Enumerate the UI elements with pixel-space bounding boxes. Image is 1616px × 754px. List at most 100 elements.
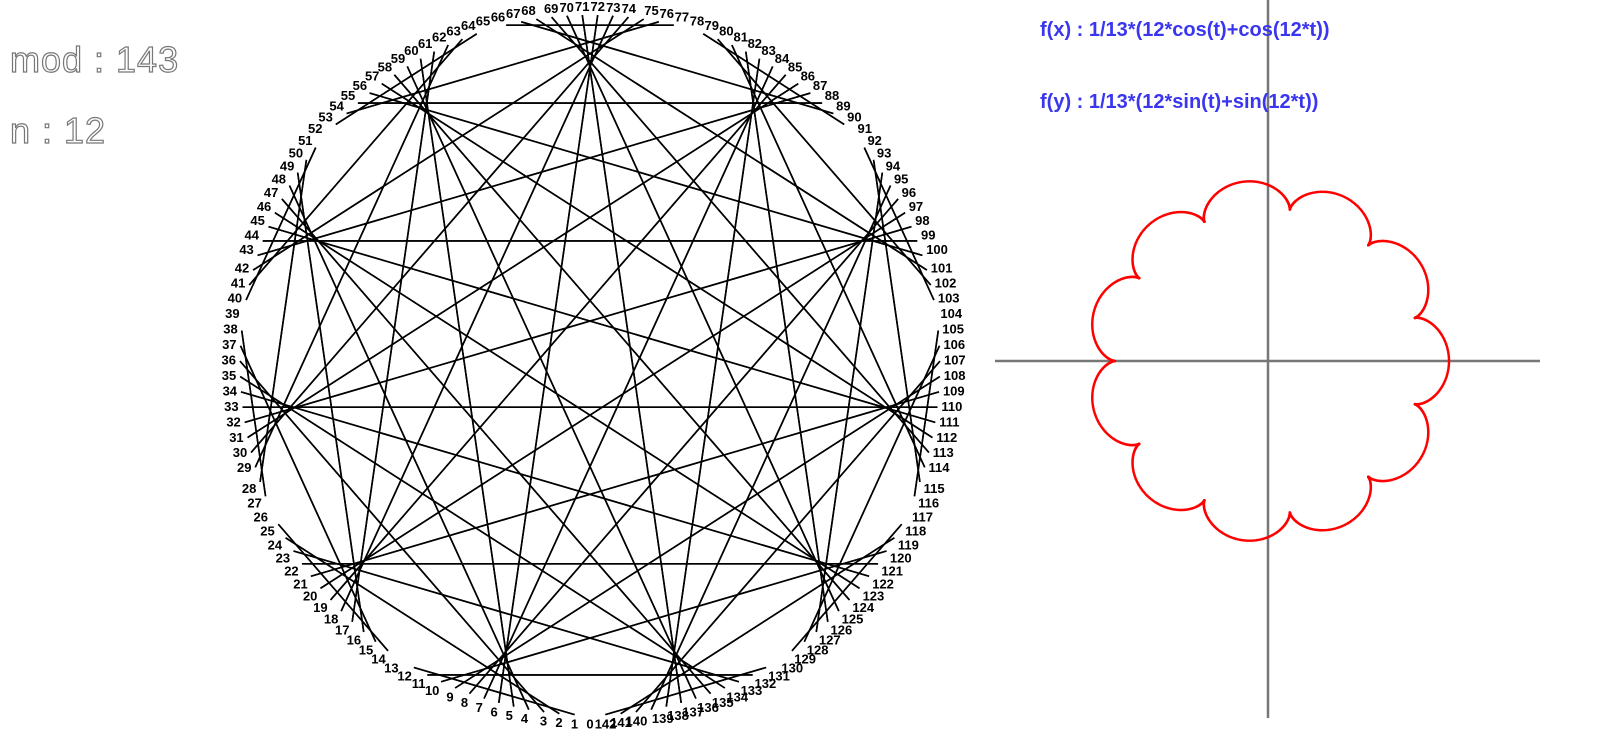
circle-label-85: 85	[788, 59, 802, 74]
circle-label-112: 112	[936, 430, 957, 445]
circle-label-120: 120	[890, 551, 912, 566]
chord-50	[259, 159, 308, 483]
chord-62	[254, 44, 449, 468]
circle-label-67: 67	[506, 6, 520, 21]
circle-label-63: 63	[446, 23, 460, 38]
circle-label-74: 74	[622, 1, 637, 16]
circle-label-51: 51	[298, 133, 312, 148]
circle-label-34: 34	[223, 384, 238, 399]
chord-36	[239, 360, 545, 713]
circle-label-113: 113	[933, 445, 954, 460]
circle-label-62: 62	[432, 29, 446, 44]
chord-137	[581, 14, 682, 704]
circle-label-95: 95	[894, 172, 908, 187]
circle-label-92: 92	[867, 133, 881, 148]
circle-label-16: 16	[347, 633, 361, 648]
circle-label-131: 131	[768, 669, 790, 684]
circle-label-139: 139	[652, 711, 674, 726]
circle-label-100: 100	[926, 242, 948, 257]
chord-75	[252, 18, 645, 271]
circle-label-33: 33	[224, 399, 238, 414]
circle-label-78: 78	[690, 13, 704, 28]
circle-label-135: 135	[712, 695, 734, 710]
circle-label-69: 69	[544, 1, 558, 16]
chord-61	[351, 51, 435, 622]
chord-140	[635, 360, 941, 713]
chord-72	[498, 14, 599, 704]
circle-label-64: 64	[461, 18, 476, 33]
chord-142	[605, 666, 767, 716]
circle-label-133: 133	[741, 683, 763, 698]
circle-label-102: 102	[935, 276, 957, 291]
circle-label-36: 36	[222, 353, 236, 368]
circle-label-0: 0	[586, 717, 593, 732]
chord-123	[274, 211, 860, 590]
chord-135	[281, 198, 712, 695]
circle-label-88: 88	[825, 88, 839, 103]
circle-label-129: 129	[794, 652, 816, 667]
circle-label-12: 12	[397, 669, 411, 684]
circle-label-5: 5	[506, 708, 513, 723]
chord-134	[239, 375, 726, 689]
chord-122	[240, 391, 870, 578]
circle-label-128: 128	[807, 642, 829, 657]
circle-label-46: 46	[257, 199, 271, 214]
circle-label-138: 138	[667, 708, 689, 723]
circle-label-40: 40	[228, 291, 242, 306]
circle-label-26: 26	[254, 510, 268, 525]
circle-label-90: 90	[847, 110, 861, 125]
chord-108	[454, 375, 941, 689]
circle-label-123: 123	[863, 588, 885, 603]
circle-label-48: 48	[272, 172, 286, 187]
circle-label-72: 72	[591, 0, 605, 14]
circle-label-137: 137	[682, 704, 704, 719]
circle-label-15: 15	[359, 642, 373, 657]
circle-label-79: 79	[705, 18, 719, 33]
formula-fx: f(x) : 1/13*(12*cos(t)+cos(12*t))	[1040, 19, 1330, 41]
circle-label-96: 96	[902, 185, 916, 200]
chord-98	[244, 225, 912, 424]
circle-label-8: 8	[461, 695, 468, 710]
chord-127	[815, 172, 884, 633]
chord-84	[483, 66, 774, 699]
circle-label-86: 86	[801, 68, 815, 83]
chord-111	[268, 225, 936, 424]
chord-37	[239, 345, 377, 643]
chord-109	[310, 391, 940, 578]
mod-value: mod : 143	[9, 39, 180, 80]
circle-label-94: 94	[886, 158, 901, 173]
circle-label-68: 68	[521, 3, 535, 18]
circle-label-122: 122	[872, 576, 894, 591]
epicycloid-curve	[1090, 180, 1451, 542]
circle-label-2: 2	[555, 715, 562, 730]
circle-label-93: 93	[877, 146, 891, 161]
chord-63	[248, 38, 463, 286]
curve-point	[1447, 361, 1451, 365]
circle-label-18: 18	[324, 612, 338, 627]
chord-120	[440, 550, 887, 683]
circle-label-1: 1	[571, 716, 578, 731]
circle-label-109: 109	[943, 384, 965, 399]
chord-113	[551, 16, 930, 454]
chord-124	[393, 74, 851, 601]
chord-102	[717, 38, 932, 286]
chord-112	[381, 82, 933, 439]
circle-label-27: 27	[247, 495, 261, 510]
chord-73	[340, 15, 614, 612]
circle-label-32: 32	[226, 415, 240, 430]
chord-97	[320, 211, 906, 590]
circle-label-21: 21	[293, 576, 307, 591]
circle-label-134: 134	[726, 689, 748, 704]
chord-115	[872, 159, 921, 483]
circle-label-37: 37	[222, 337, 236, 352]
circle-label-59: 59	[391, 51, 405, 66]
circle-label-141: 141	[610, 715, 632, 730]
circle-number-labels: 0123456789101112131415161718192021222324…	[222, 0, 966, 732]
circle-label-104: 104	[940, 306, 962, 321]
circle-label-105: 105	[942, 321, 964, 336]
circle-label-49: 49	[280, 158, 294, 173]
circle-label-70: 70	[559, 0, 573, 15]
circle-label-42: 42	[235, 260, 249, 275]
circle-label-53: 53	[318, 110, 332, 125]
